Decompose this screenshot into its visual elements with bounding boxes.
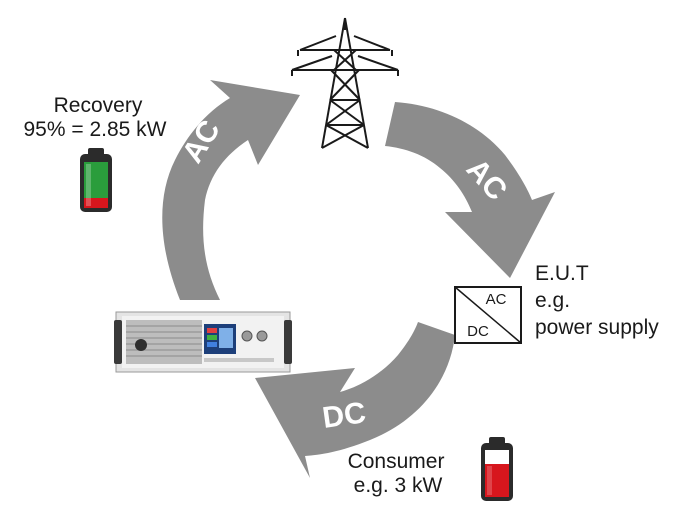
battery-full-icon	[80, 148, 112, 212]
converter-ac-label: AC	[486, 291, 507, 308]
arrow-ac-to-eut	[385, 102, 555, 278]
eut-line2: power supply	[535, 316, 659, 339]
arrow-label-bottom: DC	[320, 396, 368, 435]
recovery-value: 95% = 2.85 kW	[24, 118, 167, 141]
eut-line1: e.g.	[535, 289, 570, 312]
consumer-value: e.g. 3 kW	[354, 474, 443, 497]
ac-dc-converter-icon	[454, 286, 522, 344]
arrow-dc-to-load	[255, 322, 455, 478]
power-tower-icon	[291, 17, 399, 149]
electronic-load-device	[114, 311, 292, 373]
converter-dc-label: DC	[467, 323, 489, 340]
consumer-title: Consumer	[348, 450, 445, 473]
recovery-title: Recovery	[54, 94, 143, 117]
arrow-ac-to-grid	[162, 80, 300, 300]
eut-title: E.U.T	[535, 262, 589, 285]
battery-low-icon	[481, 437, 513, 501]
